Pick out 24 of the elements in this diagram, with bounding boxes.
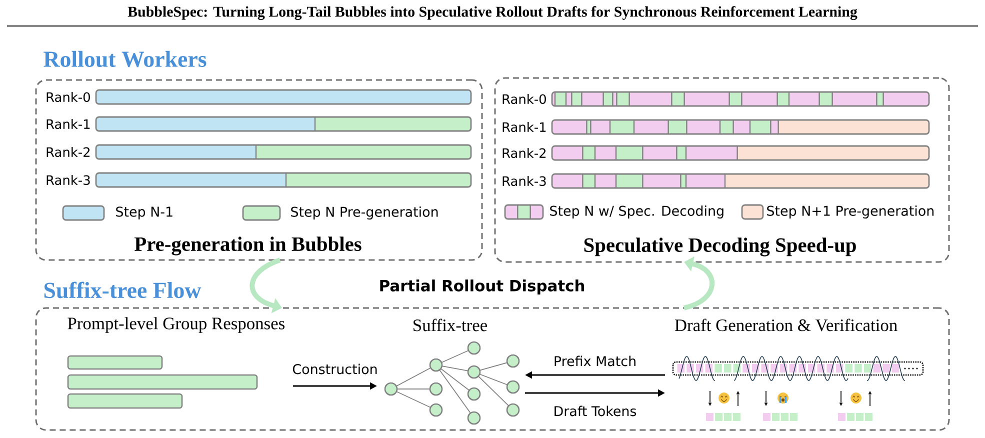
section-heading: Rollout Workers — [44, 50, 206, 68]
edge-label: Draft Tokens — [552, 404, 638, 418]
rank-label: Rank-3 — [46, 174, 90, 185]
rank-label: Rank-1 — [46, 118, 90, 129]
heading: Suffix-tree — [414, 318, 488, 332]
legend-label: Step N Pre-generation — [291, 206, 438, 220]
section-heading: Suffix-tree Flow — [44, 282, 202, 298]
title: BubbleSpec: Turning Long-Tail Bubbles into Speculative Rollout Drafts for Synchronous Reinforcement Learning — [128, 6, 858, 20]
legend-label: Step N+1 Pre-generation — [767, 205, 934, 218]
rank-label: Rank-2 — [46, 146, 90, 157]
panel-title: Speculative Decoding Speed-up — [584, 238, 856, 256]
heading: Draft Generation & Verification — [674, 318, 898, 332]
rank-label: Rank-0 — [502, 94, 546, 104]
rank-label: Rank-2 — [502, 148, 546, 158]
rank-label: Rank-3 — [502, 176, 546, 186]
legend-label: Step N-1 — [116, 206, 172, 220]
edge-label: Construction — [291, 362, 379, 376]
legend-label: Step N w/ Spec. Decoding — [550, 205, 724, 218]
panel-title: Pre-generation in Bubbles — [134, 236, 362, 256]
rank-label: Rank-1 — [502, 122, 546, 132]
annotation-text: Partial Rollout Dispatch — [380, 280, 584, 294]
heading: Prompt-level Group Responses — [68, 317, 284, 333]
rank-label: Rank-0 — [46, 92, 90, 102]
edge-label: Prefix Match — [552, 354, 638, 368]
